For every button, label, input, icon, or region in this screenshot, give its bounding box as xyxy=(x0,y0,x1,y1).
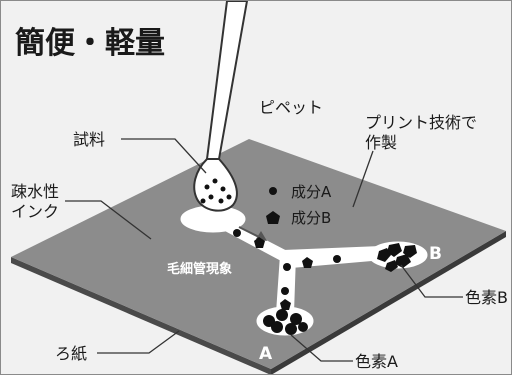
dye-a-particle xyxy=(290,313,302,325)
zone-a-letter: A xyxy=(259,344,273,364)
drop-particles xyxy=(200,178,232,204)
particle-a-circle xyxy=(333,255,341,263)
drop-particle xyxy=(226,194,232,200)
dye-b-particle xyxy=(395,254,411,268)
dye-b-cluster xyxy=(377,243,417,272)
ink-label-line2: インク xyxy=(11,202,59,221)
sample-leader xyxy=(121,138,207,174)
drop-particle xyxy=(200,198,206,204)
dye-b-particle xyxy=(403,245,417,258)
ink-label-line1: 疎水性 xyxy=(11,182,59,201)
drop-particle xyxy=(218,198,224,204)
ink-leader xyxy=(65,200,152,240)
dye-b-leader xyxy=(400,264,463,298)
particle-b-pentagon xyxy=(254,237,265,248)
particle-a-circle xyxy=(281,287,289,295)
particle-a-circle xyxy=(233,229,241,237)
dye-a-leader xyxy=(290,334,353,362)
legend-pentagon-symbol xyxy=(266,211,280,224)
zone-b-letter: B xyxy=(429,244,442,264)
legend-label-a: 成分A xyxy=(291,183,332,201)
drop-particle xyxy=(208,194,214,200)
dye-a-particle xyxy=(298,322,308,332)
paper-front-left-edge xyxy=(11,257,271,374)
dye-a-particle xyxy=(285,323,297,335)
particle-b-pentagon xyxy=(302,257,313,268)
particle-b-pentagon xyxy=(280,299,291,310)
paper-top xyxy=(11,139,506,369)
print-tech-leader xyxy=(352,150,374,208)
dye-b-particle xyxy=(387,243,402,257)
filter-paper-label: ろ紙 xyxy=(55,344,87,363)
capillary-label: 毛細管現象 xyxy=(167,261,232,277)
sample-label: 試料 xyxy=(73,130,105,149)
print-tech-label-line2: 作製 xyxy=(365,133,397,152)
pipette xyxy=(193,1,248,212)
pipette-body xyxy=(206,1,248,160)
title: 簡便・軽量 xyxy=(15,26,165,61)
dye-a-cluster xyxy=(263,309,308,335)
dye-a-particle xyxy=(271,321,283,333)
particle-a-circle xyxy=(283,263,291,271)
paper-leader xyxy=(97,330,180,354)
paper-front-right-edge xyxy=(271,231,506,374)
dye-b-label: 色素B xyxy=(465,288,508,307)
leader-lines xyxy=(65,138,463,362)
drop-particle xyxy=(220,186,226,192)
drop-particle xyxy=(204,184,210,190)
pipette-label: ピペット xyxy=(259,98,323,117)
particles xyxy=(233,229,341,310)
dye-a-label: 色素A xyxy=(355,352,398,371)
dye-b-particle xyxy=(385,260,398,272)
legend-circle-symbol xyxy=(269,187,277,195)
dye-a-particle xyxy=(276,309,288,321)
legend-label-b: 成分B xyxy=(291,209,331,227)
print-tech-label-line1: プリント技術で xyxy=(365,113,477,132)
drop-particle xyxy=(212,178,218,184)
